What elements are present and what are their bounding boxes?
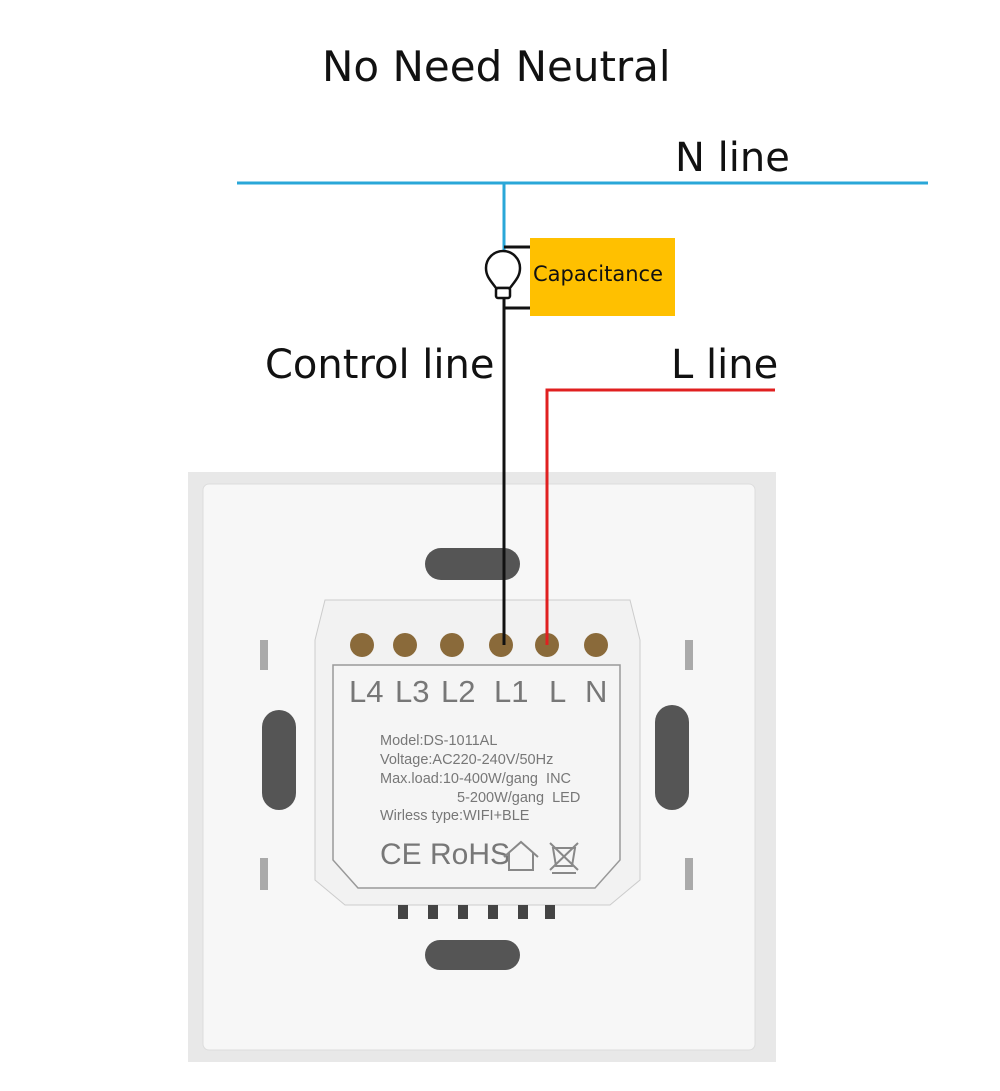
- max-load-led-text: 5-200W/gang LED: [457, 790, 581, 806]
- l-wire: [545, 388, 775, 645]
- terminal-label: L3: [395, 674, 430, 709]
- l-line-label: L line: [671, 342, 779, 388]
- n-line-label: N line: [675, 135, 790, 181]
- capacitance-label: Capacitance: [533, 262, 663, 286]
- voltage-text: Voltage:AC220-240V/50Hz: [380, 752, 554, 768]
- terminal-label: L1: [494, 674, 529, 709]
- terminal-label: L: [549, 674, 567, 709]
- mount-slot-bottom: [425, 940, 520, 970]
- wireless-text: Wirless type:WIFI+BLE: [380, 808, 530, 824]
- light-bulb-icon: [484, 249, 522, 300]
- mount-slot-top: [425, 548, 520, 580]
- certification-marks: CE RoHS: [380, 838, 511, 871]
- model-text: Model:DS-1011AL: [380, 733, 498, 749]
- max-load-text: Max.load:10-400W/gang INC: [380, 771, 572, 787]
- mount-slot-left: [262, 710, 296, 810]
- terminal-label: L4: [349, 674, 384, 709]
- page-title: No Need Neutral: [322, 42, 671, 91]
- terminal-screws: [350, 633, 608, 657]
- terminal-label: L2: [441, 674, 476, 709]
- capacitance-box: [530, 238, 675, 316]
- control-line-label: Control line: [265, 342, 495, 388]
- mount-slot-right: [655, 705, 689, 810]
- terminal-label: N: [585, 674, 608, 709]
